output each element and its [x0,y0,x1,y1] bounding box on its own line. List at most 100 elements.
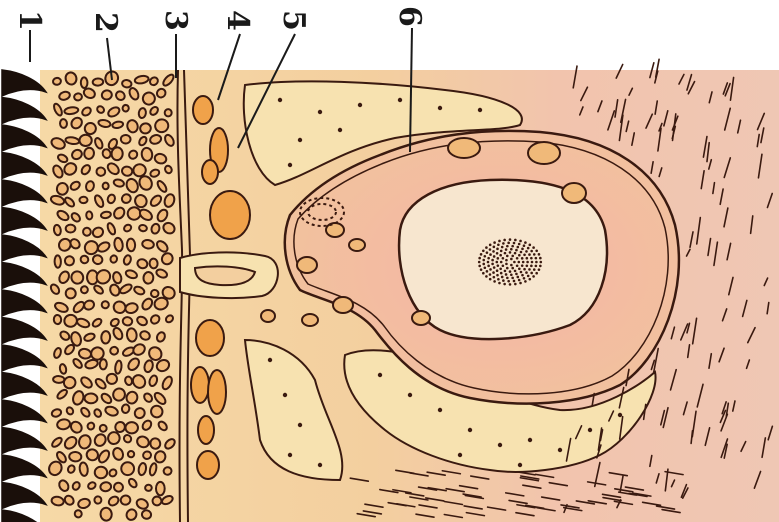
tissue-cell [101,331,110,344]
granule-dot [458,453,462,457]
serration-tooth [2,153,46,179]
nucleolus-granule [478,257,481,260]
nucleolus-granule [496,252,499,255]
nucleolus-granule [505,248,508,251]
nucleolus-granule [480,253,483,256]
nucleolus-granule [509,283,512,286]
nucleolus-granule [535,261,538,264]
nucleolus-granule [502,264,505,267]
tissue-cell [82,227,91,236]
tissue-cell [66,225,76,233]
granule-dot [298,138,302,142]
nucleolus-granule [513,261,516,264]
tissue-cell [127,238,136,251]
nucleolus-granule [496,261,499,264]
tissue-cell [122,105,129,112]
nucleolus-granule [499,254,502,257]
nucleolus-granule [489,248,492,251]
granule-dot [408,393,412,397]
nucleolus-granule [514,239,517,242]
nucleolus-granule [511,255,514,258]
nucleolus-granule [516,264,519,267]
nucleolus-granule [510,273,513,276]
granule-dot [558,448,562,452]
nucleolus-granule [516,257,519,260]
nucleolus-granule [526,261,529,264]
tissue-cell [86,211,93,220]
nucleolus-granule [533,253,536,256]
nucleolus-granule [484,255,487,258]
nucleolus-granule [535,272,538,275]
nucleolus-granule [507,280,510,283]
nucleolus-granule [509,251,512,254]
nucleolus-granule [491,259,494,262]
nucleolus-granule [518,267,521,270]
label-3: 3 [158,10,193,31]
nucleolus-granule [535,257,538,260]
tissue-cell [106,373,118,384]
nucleolus-granule [503,283,506,286]
nucleolus-granule [524,241,527,244]
nucleolus-granule [493,276,496,279]
nucleolus-granule [538,268,541,271]
tissue-cell [149,437,161,449]
nucleolus-granule [513,242,516,245]
tissue-cell [53,376,65,383]
tissue-cell [156,482,165,495]
nucleolus-granule [506,267,509,270]
nucleolus-granule [492,250,495,253]
nucleolus-granule [532,246,535,249]
nucleolus-granule [530,257,533,260]
nucleolus-granule [523,253,526,256]
nucleolus-granule [489,268,492,271]
nucleolus-granule [525,250,528,253]
nucleolus-granule [533,268,536,271]
nucleolus-granule [505,259,508,262]
nucleolus-granule [524,280,527,283]
tissue-cell [139,224,148,232]
serrated-layer [2,70,46,522]
label-2: 2 [88,12,123,33]
nucleolus-granule [522,261,525,264]
tissue-cell [122,79,132,88]
nucleolus-granule [492,271,495,274]
tissue-cell [142,451,152,460]
granule-dot [378,373,382,377]
nucleolus-granule [502,242,505,245]
granule-dot [398,98,402,102]
tissue-cell [81,77,88,88]
nucleolus-granule [531,261,534,264]
tissue-cell [121,404,130,414]
serration-tooth [2,180,46,206]
nucleolus-granule [538,253,541,256]
tissue-cell [128,451,135,458]
nucleolus-granule [530,250,533,253]
tissue-cell [145,485,152,492]
nucleolus-granule [497,278,500,281]
nucleolus-granule [498,282,501,285]
nucleolus-granule [521,248,524,251]
nucleolus-granule [520,271,523,274]
labels: 1 2 3 4 5 6 [12,6,427,33]
nucleolus-granule [535,265,538,268]
nucleolus-granule [526,257,529,260]
nucleolus-granule [517,276,520,279]
nucleolus-granule [496,269,499,272]
tissue-cell [84,393,97,403]
serration-tooth [2,318,46,344]
serration-tooth [2,400,46,426]
nucleolus-granule [504,270,507,273]
nucleolus-granule [504,252,507,255]
nucleolus-granule [515,273,518,276]
tissue-cell [102,182,108,189]
nucleolus-granule [478,261,481,264]
granule-dot [358,103,362,107]
serration-tooth [2,373,46,399]
nucleolus-granule [493,266,496,269]
nucleolus-granule [518,254,521,257]
nucleolus-granule [509,270,512,273]
tissue-cell [143,272,154,285]
nucleolus-granule [482,272,485,275]
nucleolus-granule [528,278,531,281]
nucleolus-granule [480,268,483,271]
